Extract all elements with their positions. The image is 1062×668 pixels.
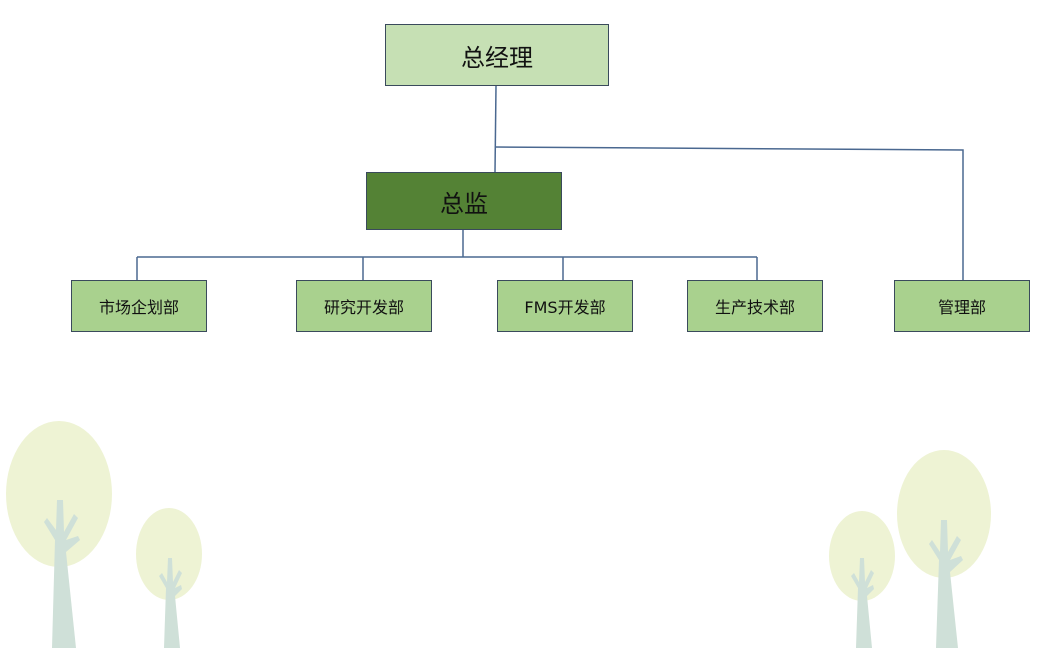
tree-icon (829, 511, 895, 648)
department-label: 研究开发部 (323, 298, 404, 317)
department-label: FMS开发部 (524, 298, 606, 317)
department-box-admin[interactable]: 管理部 (894, 280, 1030, 332)
department-label: 生产技术部 (714, 298, 795, 317)
department-box-fms[interactable]: FMS开发部 (497, 280, 633, 332)
department-box-marketing[interactable]: 市场企划部 (71, 280, 207, 332)
department-box-rnd[interactable]: 研究开发部 (296, 280, 432, 332)
department-box-production[interactable]: 生产技术部 (687, 280, 823, 332)
director-box[interactable]: 总监 (366, 172, 562, 230)
general-manager-label: 总经理 (461, 43, 533, 72)
tree-icon (136, 508, 202, 648)
general-manager-box[interactable]: 总经理 (385, 24, 609, 86)
connector-gm-admin (494, 146, 964, 280)
tree-icon (897, 450, 991, 648)
tree-icon (6, 421, 112, 648)
department-label: 管理部 (937, 298, 986, 317)
director-label: 总监 (440, 189, 488, 218)
connector-gm-director (494, 85, 497, 173)
department-label: 市场企划部 (98, 298, 179, 317)
